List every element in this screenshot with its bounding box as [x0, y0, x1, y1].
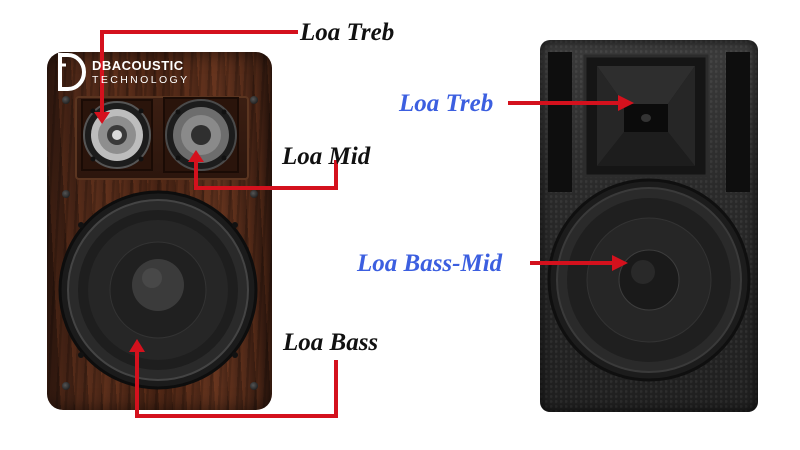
arrow-head-mid-left	[188, 150, 204, 162]
arrow-head-bass-left	[129, 339, 145, 352]
label-loa-mid-left: Loa Mid	[282, 143, 371, 170]
label-loa-bass-left: Loa Bass	[283, 329, 379, 356]
arrow-bass-mid-right	[530, 255, 628, 271]
side-port-left	[548, 52, 572, 192]
screw	[62, 190, 70, 198]
horn-tweeter-right	[583, 54, 709, 178]
brand-logo-icon	[58, 53, 86, 91]
arrow-treb-left	[100, 30, 298, 112]
bass-mid-driver-right	[547, 178, 751, 382]
label-loa-bass-mid-right: Loa Bass-Mid	[357, 250, 503, 277]
arrow-bass-left	[135, 350, 338, 418]
label-loa-treb-left: Loa Treb	[300, 19, 395, 46]
arrow-head-treb-left	[94, 112, 110, 124]
side-port-right	[726, 52, 750, 192]
brand-name: DBACOUSTIC	[92, 58, 184, 73]
screw	[250, 96, 258, 104]
screw	[250, 382, 258, 390]
bass-driver-left	[58, 190, 258, 390]
screw	[62, 382, 70, 390]
screw	[62, 96, 70, 104]
tweeter-driver-left	[81, 99, 153, 171]
mid-driver-left	[163, 97, 239, 173]
arrow-treb-right	[508, 95, 634, 111]
label-loa-treb-right: Loa Treb	[399, 90, 494, 117]
arrow-mid-left	[194, 160, 338, 190]
brand-tagline: TECHNOLOGY	[92, 74, 190, 86]
screw	[250, 190, 258, 198]
